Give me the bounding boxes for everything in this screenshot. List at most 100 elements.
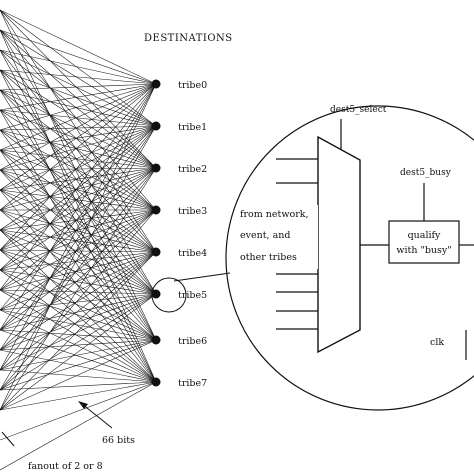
crossbar-wire <box>0 251 157 371</box>
crossbar-wire <box>0 29 157 383</box>
fanout-label: fanout of 2 or 8 <box>28 461 103 472</box>
crossbar-wire <box>0 83 157 251</box>
crossbar-wire <box>0 49 157 253</box>
crossbar-wire <box>0 339 157 371</box>
destinations-title: DESTINATIONS <box>144 33 233 44</box>
crossbar-wire <box>0 329 157 341</box>
crossbar-wire <box>0 129 157 211</box>
crossbar-wire <box>0 269 157 295</box>
crossbar-wire <box>0 169 157 295</box>
crossbar-wire <box>0 125 157 231</box>
crossbar-wire <box>0 49 157 169</box>
crossbar-wire <box>0 251 157 411</box>
crossbar-wire <box>0 83 157 91</box>
crossbar-wire <box>0 339 157 351</box>
crossbar-wire <box>0 381 157 441</box>
crossbar-wire <box>0 289 157 341</box>
crossbar-wire <box>0 169 157 253</box>
qualify-block <box>388 220 460 264</box>
crossbar-wire <box>0 209 157 231</box>
crossbar-wire <box>0 69 157 127</box>
crossbar-wire <box>0 83 157 151</box>
crossbar-wire <box>0 209 157 391</box>
crossbar-wires <box>0 9 157 471</box>
crossbar-wire <box>0 129 157 341</box>
crossbar-wire <box>0 69 157 295</box>
crossbar-wire <box>0 209 157 351</box>
crossbar-wire <box>0 209 157 291</box>
crossbar-wire <box>0 125 157 271</box>
crossbar-wire <box>0 369 157 383</box>
input-source-line-2: event, and <box>240 230 290 241</box>
crossbar-wire <box>0 9 157 85</box>
crossbar-wire <box>0 189 157 295</box>
crossbar-wire <box>0 249 157 253</box>
tribe-label: tribe0 <box>178 80 207 91</box>
destination-node <box>151 335 161 345</box>
crossbar-wire <box>0 251 157 391</box>
crossbar-wire <box>0 83 157 371</box>
crossbar-wire <box>0 83 157 191</box>
crossbar-wire <box>0 125 157 311</box>
crossbar-wire <box>0 149 157 253</box>
zoom-connector-line <box>173 272 231 282</box>
crossbar-wire <box>0 339 157 391</box>
tribe-label: tribe6 <box>178 336 207 347</box>
crossbar-wire <box>0 69 157 383</box>
crossbar-wire <box>0 125 157 191</box>
crossbar-wire <box>0 293 157 391</box>
input-label-backdrop <box>236 205 318 269</box>
crossbar-wire <box>0 209 157 311</box>
crossbar-wire <box>0 83 157 331</box>
crossbar-wire <box>0 293 157 371</box>
crossbar-wire <box>0 229 157 295</box>
crossbar-wire <box>0 293 157 411</box>
crossbar-wire <box>0 109 157 169</box>
crossbar-wire <box>0 89 157 169</box>
crossbar-wire <box>0 249 157 383</box>
crossbar-wire <box>0 167 157 411</box>
input-source-line-1: from network, <box>240 209 309 220</box>
crossbar-wire <box>0 29 157 169</box>
crossbar-wire <box>0 125 157 171</box>
crossbar-wire <box>0 167 157 331</box>
destination-node <box>151 247 161 257</box>
crossbar-wire <box>0 125 157 251</box>
crossbar-wire <box>0 29 157 295</box>
destination-node <box>151 377 161 387</box>
tribe-label: tribe7 <box>178 378 207 389</box>
crossbar-wire <box>0 149 157 169</box>
crossbar-wire <box>0 293 157 311</box>
crossbar-wire <box>0 49 157 341</box>
crossbar-wire <box>0 209 157 341</box>
destination-node <box>151 163 161 173</box>
crossbar-wire <box>0 189 157 211</box>
bus-width-label: 66 bits <box>102 435 135 446</box>
crossbar-wire <box>0 169 157 211</box>
busy-signal-label: dest5_busy <box>400 168 452 178</box>
crossbar-wire <box>0 209 157 331</box>
crossbar-wire <box>0 289 157 383</box>
destination-node <box>151 121 161 131</box>
input-source-line-3: other tribes <box>240 252 297 263</box>
crossbar-wire <box>0 89 157 253</box>
crossbar-wire <box>0 149 157 295</box>
crossbar-wire <box>0 249 157 295</box>
crossbar-wire <box>0 209 157 253</box>
crossbar-wire <box>0 381 157 411</box>
crossbar-wire <box>0 83 157 131</box>
clock-label: clk <box>430 337 444 348</box>
crossbar-wire <box>0 209 157 271</box>
crossbar-wire <box>0 209 157 295</box>
crossbar-wire <box>0 29 157 127</box>
crossbar-wire <box>0 29 157 211</box>
crossbar-wire <box>0 29 157 85</box>
crossbar-wire <box>0 89 157 127</box>
crossbar-wire <box>0 329 157 383</box>
tribe-label: tribe2 <box>178 164 207 175</box>
crossbar-wire <box>0 89 157 211</box>
destination-node <box>151 79 161 89</box>
crossbar-wire <box>0 251 157 331</box>
crossbar-wire <box>0 129 157 253</box>
